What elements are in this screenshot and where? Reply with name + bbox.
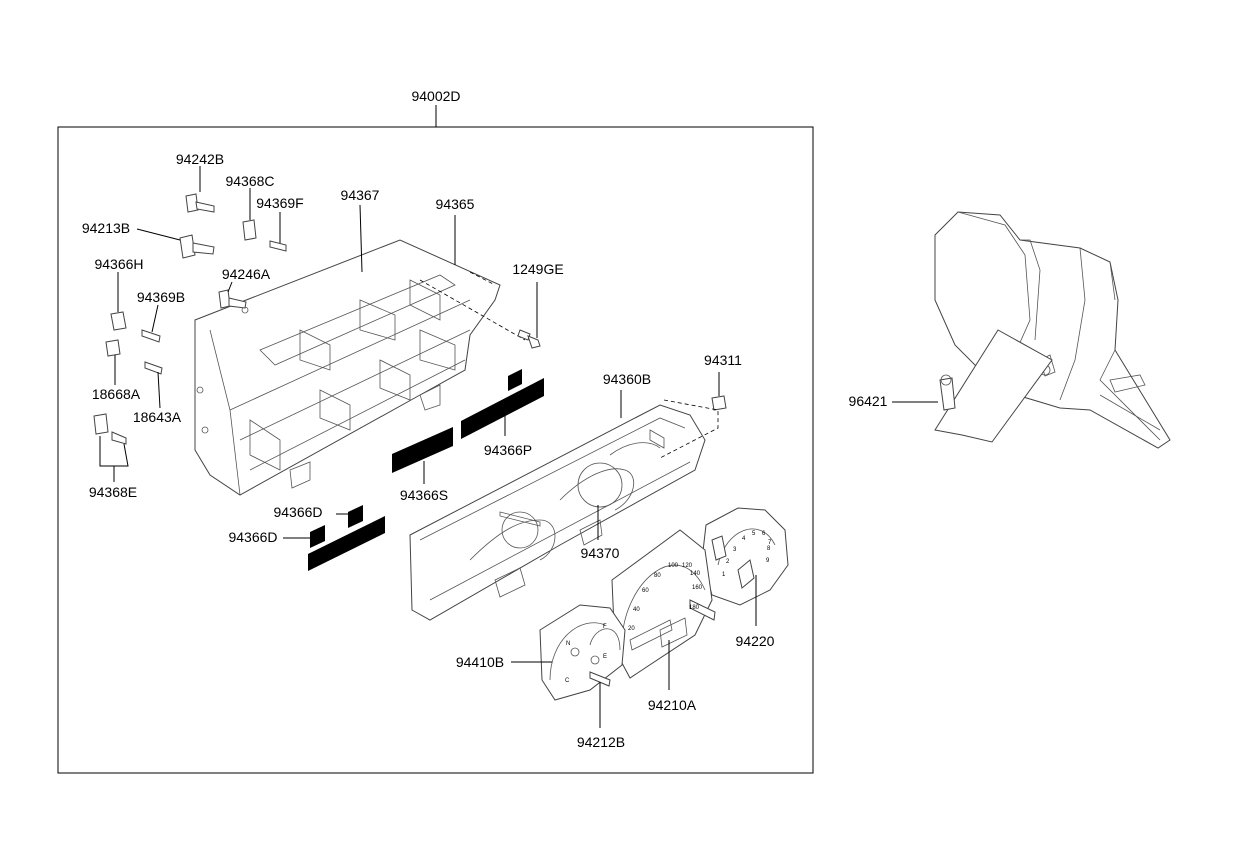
screw-dash: [419, 279, 526, 341]
speed-mark-120: 120: [682, 563, 693, 569]
label-1249GE: 1249GE: [512, 261, 563, 277]
label-94369F: 94369F: [256, 195, 303, 211]
speed-mark-160: 160: [692, 585, 703, 591]
label-94366D-b: 94366D: [228, 529, 277, 545]
label-94367: 94367: [341, 187, 380, 203]
label-94246A: 94246A: [222, 266, 271, 282]
leader-94246A: [227, 281, 233, 293]
label-94365: 94365: [436, 196, 475, 212]
label-94369B: 94369B: [137, 289, 185, 305]
transmission-assembly: [934, 211, 1171, 449]
cluster-housing: [194, 239, 501, 496]
label-94360B: 94360B: [603, 371, 651, 387]
part-94369F: [269, 240, 287, 252]
speed-mark-20: 20: [628, 626, 635, 632]
tach-mark-4: 4: [742, 536, 746, 542]
temp-mark-N: N: [566, 641, 570, 647]
part-94369B: [141, 329, 161, 343]
label-94242B: 94242B: [176, 151, 224, 167]
label-94366P: 94366P: [484, 442, 532, 458]
tach-mark-9: 9: [766, 558, 770, 564]
part-94368E: [93, 413, 127, 445]
part-94213B: [179, 234, 215, 259]
speed-mark-60: 60: [642, 588, 649, 594]
tach-mark-5: 5: [752, 531, 756, 537]
leader-18643A: [157, 371, 161, 409]
tach-mark-6: 6: [762, 531, 766, 537]
label-18643A: 18643A: [133, 409, 182, 425]
tach-mark-8: 8: [767, 546, 771, 552]
label-94368C: 94368C: [225, 173, 274, 189]
label-94220: 94220: [736, 633, 775, 649]
screw-1249GE: [517, 329, 541, 349]
tape-94366D: [308, 505, 385, 571]
tach-mark-1: 1: [722, 572, 726, 578]
part-18643A: [144, 361, 163, 375]
label-94366S: 94366S: [400, 487, 448, 503]
label-94213B: 94213B: [82, 220, 130, 236]
label-94311: 94311: [704, 352, 742, 368]
part-94246A: [218, 289, 247, 309]
leader-94213B: [136, 228, 181, 241]
part-94242B: [185, 193, 215, 213]
gauge-tachometer: 1 2 3 4 5 6 7 8 9: [701, 507, 789, 606]
label-18668A: 18668A: [92, 386, 141, 402]
part-18668A: [105, 339, 121, 357]
sensor-96421: [934, 329, 1053, 443]
label-94370: 94370: [581, 545, 620, 561]
temp-mark-C: C: [565, 678, 570, 684]
clip-dash: [659, 399, 719, 459]
part-94368C: [242, 219, 257, 241]
label-94210A: 94210A: [648, 697, 697, 713]
label-94368E: 94368E: [89, 484, 137, 500]
gauge-fuel-temp: F E N C: [539, 604, 626, 701]
speed-mark-100: 100: [668, 563, 679, 569]
label-94410B: 94410B: [456, 654, 504, 670]
label-94212B: 94212B: [577, 734, 625, 750]
speed-mark-40: 40: [633, 607, 640, 613]
gauge-speedometer: 20 40 60 80 100 120 140 160 180: [611, 529, 716, 679]
speed-mark-80: 80: [654, 573, 661, 579]
tape-94366P: [461, 369, 544, 439]
clip-94311: [711, 395, 727, 411]
label-94366D-a: 94366D: [273, 504, 322, 520]
housing-dash: [469, 271, 496, 286]
front-panel: [409, 404, 706, 621]
speed-mark-140: 140: [690, 571, 701, 577]
label-94366H: 94366H: [94, 256, 143, 272]
label-94002D: 94002D: [411, 88, 460, 104]
tach-mark-2: 2: [726, 559, 730, 565]
leader-94367: [359, 204, 363, 273]
part-94366H: [110, 311, 127, 331]
tach-mark-3: 3: [733, 547, 737, 553]
tape-94366S: [392, 427, 453, 473]
speed-mark-180: 180: [689, 605, 700, 611]
tach-mark-7: 7: [768, 540, 772, 546]
leader-94369B: [151, 304, 159, 333]
label-96421: 96421: [849, 393, 888, 409]
fuel-mark-F: F: [603, 624, 607, 630]
fuel-mark-E: E: [603, 654, 607, 660]
